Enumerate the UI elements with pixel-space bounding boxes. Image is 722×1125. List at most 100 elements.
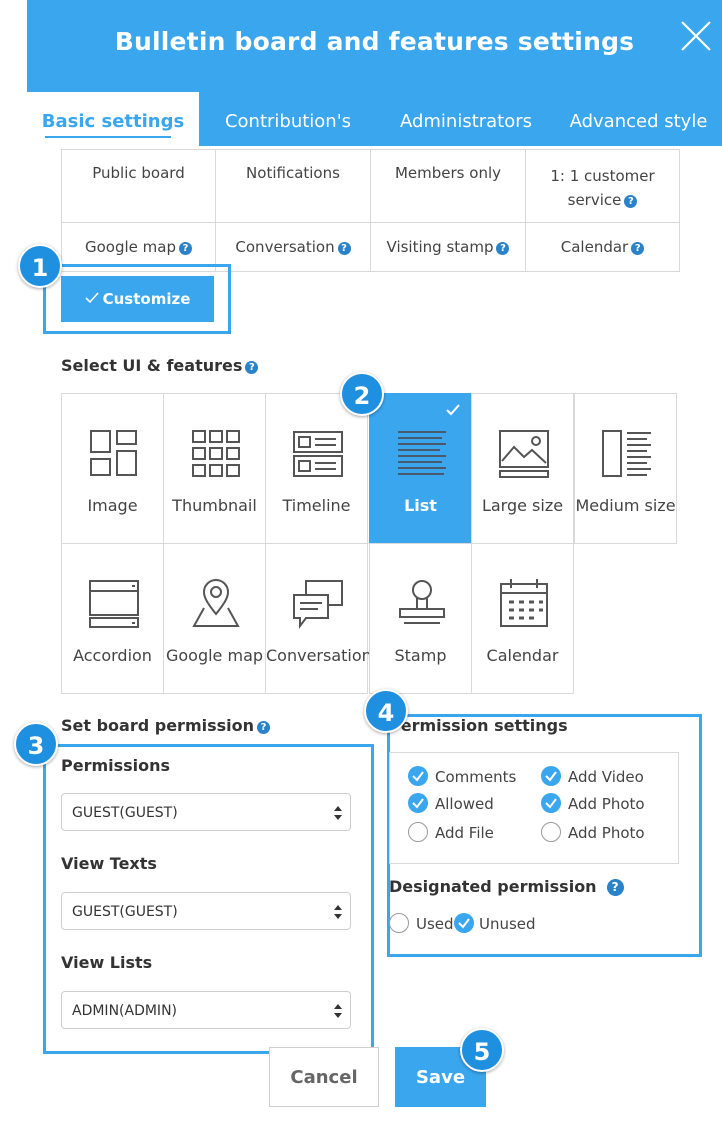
help-icon[interactable]: ? — [179, 242, 192, 255]
option-label: 1: 1 customer service — [550, 167, 655, 209]
ui-option-label: Thumbnail — [172, 496, 257, 515]
check-circle-icon — [541, 766, 561, 786]
checkbox-add-photo[interactable]: Add Photo — [541, 792, 661, 816]
ui-option-label: Large size — [481, 496, 564, 515]
dialog-title: Bulletin board and features settings — [114, 27, 635, 56]
ui-option-large-size[interactable]: Large size — [471, 393, 574, 544]
ui-option-list[interactable]: List — [369, 393, 472, 544]
thumbnail-grid-icon — [192, 430, 240, 477]
ui-option-calendar[interactable]: Calendar — [471, 543, 574, 694]
checkbox-add-video[interactable]: Add Video — [541, 765, 661, 789]
close-icon[interactable] — [676, 16, 716, 56]
permissions-select[interactable]: GUEST(GUEST) — [61, 793, 351, 831]
checkbox-label: Comments — [435, 768, 517, 786]
section-title-text: Set board permission — [61, 716, 255, 735]
tab-label: Basic settings — [41, 111, 185, 132]
empty-circle-icon — [408, 822, 428, 842]
stamp-icon — [399, 580, 445, 624]
checkbox-label: Add File — [435, 824, 494, 842]
check-circle-icon — [541, 793, 561, 813]
help-icon[interactable]: ? — [606, 879, 624, 896]
highlight-frame-1 — [43, 264, 231, 334]
permissions-label: Permissions — [61, 756, 171, 775]
ui-option-label: Calendar — [486, 646, 559, 665]
option-visiting-stamp[interactable]: Visiting stamp? — [370, 222, 526, 272]
ui-option-medium-size[interactable]: Medium size — [574, 393, 677, 544]
help-icon[interactable]: ? — [245, 361, 259, 374]
check-icon — [85, 292, 99, 304]
empty-circle-icon — [541, 822, 561, 842]
ui-option-thumbnail[interactable]: Thumbnail — [163, 393, 266, 544]
checkbox-label: Add Photo — [568, 824, 645, 842]
step-badge-1: 1 — [18, 244, 62, 288]
option-label: Conversation — [235, 238, 335, 256]
select-value: GUEST(GUEST) — [72, 904, 178, 920]
help-icon[interactable]: ? — [337, 242, 351, 255]
check-circle-icon — [454, 913, 474, 933]
ui-features-title: Select UI & features? — [61, 356, 259, 375]
dialog-header — [27, 0, 722, 92]
select-arrows-icon — [334, 905, 342, 919]
large-image-icon — [499, 430, 549, 478]
tab-label: Advanced style — [569, 111, 708, 132]
option-notifications[interactable]: Notifications — [215, 149, 371, 223]
option-label: Google map — [85, 238, 176, 256]
option-customer-service[interactable]: 1: 1 customer service? — [525, 149, 680, 223]
ui-option-image[interactable]: Image — [61, 393, 164, 544]
ui-option-stamp[interactable]: Stamp — [369, 543, 472, 694]
checkbox-label: Allowed — [435, 795, 494, 813]
view-lists-select[interactable]: ADMIN(ADMIN) — [61, 991, 351, 1029]
tab-contributions[interactable]: Contribution's — [199, 92, 377, 146]
option-calendar[interactable]: Calendar? — [525, 222, 680, 272]
designated-permission-title: Designated permission? — [389, 877, 624, 896]
chat-bubbles-icon — [293, 580, 343, 629]
ui-option-conversation[interactable]: Conversation — [265, 543, 372, 694]
cancel-button[interactable]: Cancel — [269, 1047, 379, 1107]
option-members-only[interactable]: Members only — [370, 149, 526, 223]
select-value: ADMIN(ADMIN) — [72, 1003, 177, 1019]
tab-administrators[interactable]: Administrators — [377, 92, 555, 146]
option-google-map[interactable]: Google map? — [61, 222, 216, 272]
medium-size-icon — [602, 430, 651, 477]
ui-option-accordion[interactable]: Accordion — [61, 543, 164, 694]
ui-option-timeline[interactable]: Timeline — [265, 393, 368, 544]
help-icon[interactable]: ? — [631, 242, 645, 255]
checkbox-add-photo-2[interactable]: Add Photo — [541, 821, 661, 845]
step-badge-3: 3 — [14, 722, 58, 766]
radio-label: Unused — [479, 915, 536, 933]
option-label: Notifications — [246, 164, 340, 182]
radio-used[interactable]: Used — [389, 912, 454, 936]
option-public-board[interactable]: Public board — [61, 149, 216, 223]
checkbox-allowed[interactable]: Allowed — [408, 792, 528, 816]
option-label: Members only — [394, 164, 501, 182]
option-conversation[interactable]: Conversation? — [215, 222, 371, 272]
list-icon — [398, 431, 446, 475]
help-icon[interactable]: ? — [257, 721, 271, 734]
customize-label: Customize — [102, 290, 191, 308]
ui-option-google-map[interactable]: Google map — [163, 543, 266, 694]
ui-option-label: Conversation — [266, 646, 372, 665]
highlight-frame-4 — [387, 714, 702, 957]
check-circle-icon — [408, 766, 428, 786]
tab-basic-settings[interactable]: Basic settings — [27, 92, 199, 146]
step-badge-5: 5 — [460, 1028, 504, 1072]
checkbox-comments[interactable]: Comments — [408, 765, 528, 789]
empty-circle-icon — [389, 913, 409, 933]
check-icon — [446, 404, 460, 416]
help-icon[interactable]: ? — [496, 242, 510, 255]
calendar-icon — [500, 579, 548, 627]
help-icon[interactable]: ? — [624, 195, 638, 208]
option-label: Calendar — [560, 238, 629, 256]
tab-advanced-style[interactable]: Advanced style — [555, 92, 722, 146]
check-circle-icon — [408, 793, 428, 813]
ui-option-label: Timeline — [282, 496, 351, 515]
view-lists-label: View Lists — [61, 953, 153, 972]
view-texts-select[interactable]: GUEST(GUEST) — [61, 892, 351, 930]
option-label: Visiting stamp — [386, 238, 494, 256]
checkbox-add-file[interactable]: Add File — [408, 821, 528, 845]
radio-unused[interactable]: Unused — [454, 912, 544, 936]
checkbox-label: Add Video — [568, 768, 644, 786]
customize-button[interactable]: Customize — [61, 276, 214, 322]
permission-options-panel — [389, 752, 679, 864]
highlight-frame-3 — [43, 744, 374, 1054]
